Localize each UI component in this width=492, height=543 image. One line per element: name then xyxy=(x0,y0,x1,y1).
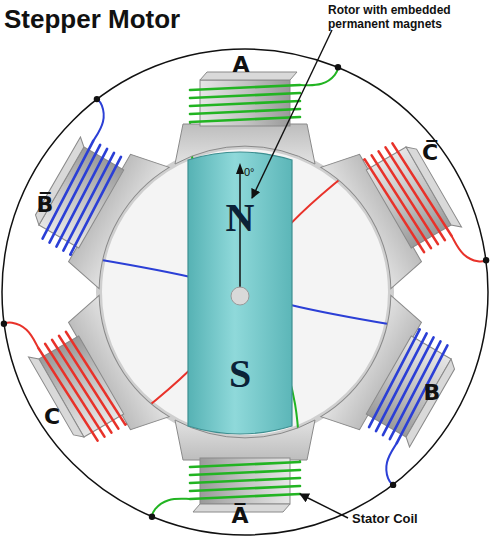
rotor: 0° N S xyxy=(188,150,292,436)
coil-wire xyxy=(152,499,190,517)
terminal-dot xyxy=(149,514,155,520)
pole-letter: N xyxy=(188,194,292,241)
rotor-body xyxy=(188,152,292,434)
coil-wire xyxy=(93,99,103,141)
terminal-dot xyxy=(1,321,7,327)
rotor-shaft xyxy=(231,287,249,305)
terminal-dots xyxy=(1,64,490,520)
terminal-dot xyxy=(94,96,100,102)
coil-wire xyxy=(125,159,364,424)
terminal-dot xyxy=(390,482,396,488)
coil-wire xyxy=(300,67,338,85)
wiring xyxy=(4,67,486,516)
stator-pole xyxy=(19,121,169,288)
phase-label: C xyxy=(30,404,74,429)
callout-label: Stator Coil xyxy=(352,511,472,526)
phase-label: B̅ xyxy=(23,192,67,217)
coil-wire xyxy=(386,443,396,485)
motor-housing xyxy=(2,49,488,535)
needle-head xyxy=(236,163,244,174)
coil-wire xyxy=(452,236,486,261)
stator-pole xyxy=(175,72,315,164)
phase-label: A xyxy=(219,52,263,77)
phase-label: A̅ xyxy=(218,503,262,528)
angle-label: 0° xyxy=(244,166,284,178)
diagram-title: Stepper Motor xyxy=(4,4,180,35)
rotor-bore xyxy=(99,146,391,438)
stator-pole xyxy=(321,121,471,288)
leader-line xyxy=(300,494,348,518)
stator-pole xyxy=(19,295,169,462)
coil-wire xyxy=(4,323,38,348)
leader-line xyxy=(252,30,332,198)
phase-label: B xyxy=(410,380,454,405)
terminal-dot xyxy=(483,257,489,263)
stator-pole xyxy=(321,295,471,462)
phase-label: C̅ xyxy=(408,140,452,165)
terminal-dot xyxy=(335,64,341,70)
pole-letter: S xyxy=(188,350,292,397)
callout-label: Rotor with embedded permanent magnets xyxy=(328,3,478,31)
